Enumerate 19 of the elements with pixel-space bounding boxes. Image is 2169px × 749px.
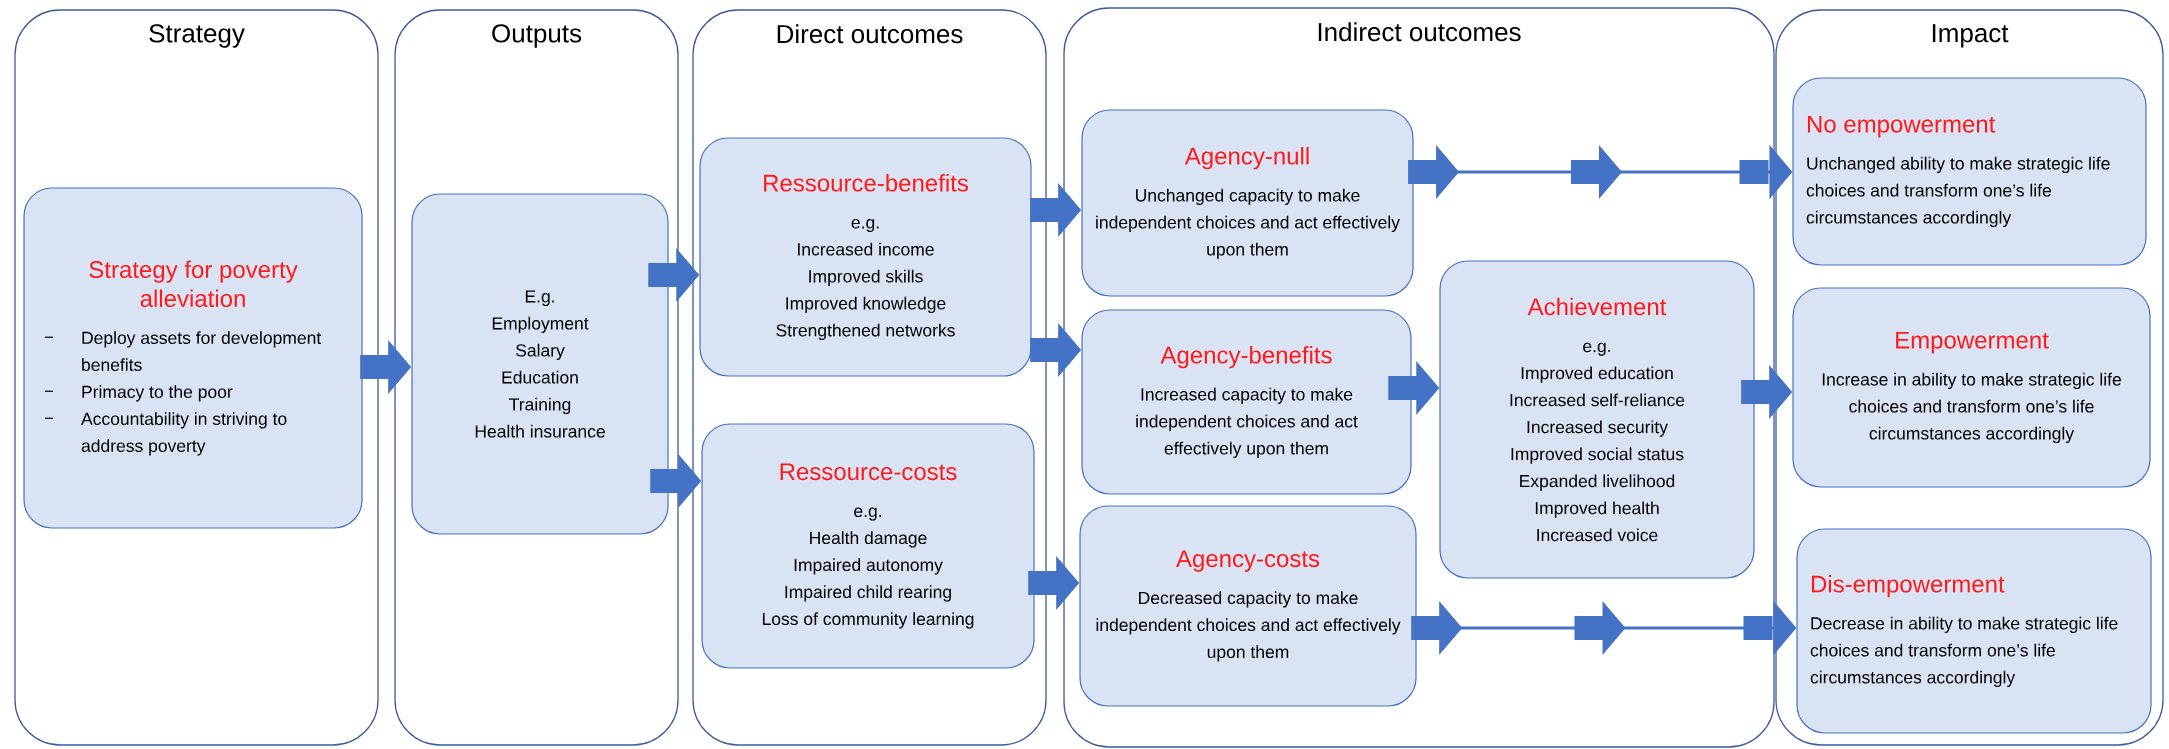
block-arrow bbox=[1741, 365, 1793, 419]
outcome-box: Strategy for poverty alleviation Deploy assets for development benefits Primacy to the poor Accountability in striving to address poverty bbox=[23, 187, 363, 529]
outcome-box: Agency-benefits Increased capacity to make independent choices and act effectively upon them bbox=[1081, 309, 1412, 495]
outcome-box: No empowerment Unchanged ability to make strategic life choices and transform one’s life circumstances accordingly bbox=[1792, 77, 2147, 266]
outcome-box: Agency-null Unchanged capacity to make independent choices and act effectively upon them bbox=[1081, 109, 1414, 297]
block-arrow bbox=[1030, 323, 1082, 377]
outcome-box: Ressource-costs e.g. Health damage Impaired autonomy Impaired child rearing Loss of community learning bbox=[701, 423, 1035, 669]
block-arrow bbox=[1030, 183, 1082, 237]
outcome-box: Dis-empowerment Decrease in ability to make strategic life choices and transform one’s life circumstances accordingly bbox=[1796, 528, 2152, 734]
outcome-box: Achievement e.g. Improved education Increased self-reliance Increased security Improved social status Expanded livelihood Improved health Increased voice bbox=[1439, 260, 1755, 579]
outcome-box: Empowerment Increase in ability to make strategic life choices and transform one’s life circumstances accordingly bbox=[1792, 287, 2151, 488]
block-arrow bbox=[650, 454, 702, 508]
outcome-box: E.g. Employment Salary Education Training Health insurance bbox=[411, 193, 669, 535]
block-arrow bbox=[360, 340, 412, 394]
block-arrow bbox=[648, 248, 700, 302]
block-arrow bbox=[1028, 556, 1080, 610]
block-arrow bbox=[1388, 361, 1440, 415]
outcome-box: Agency-costs Decreased capacity to make independent choices and act effectively upon them bbox=[1079, 505, 1417, 707]
outcome-box: Ressource-benefits e.g. Increased income Improved skills Improved knowledge Strengthened networks bbox=[699, 137, 1032, 377]
